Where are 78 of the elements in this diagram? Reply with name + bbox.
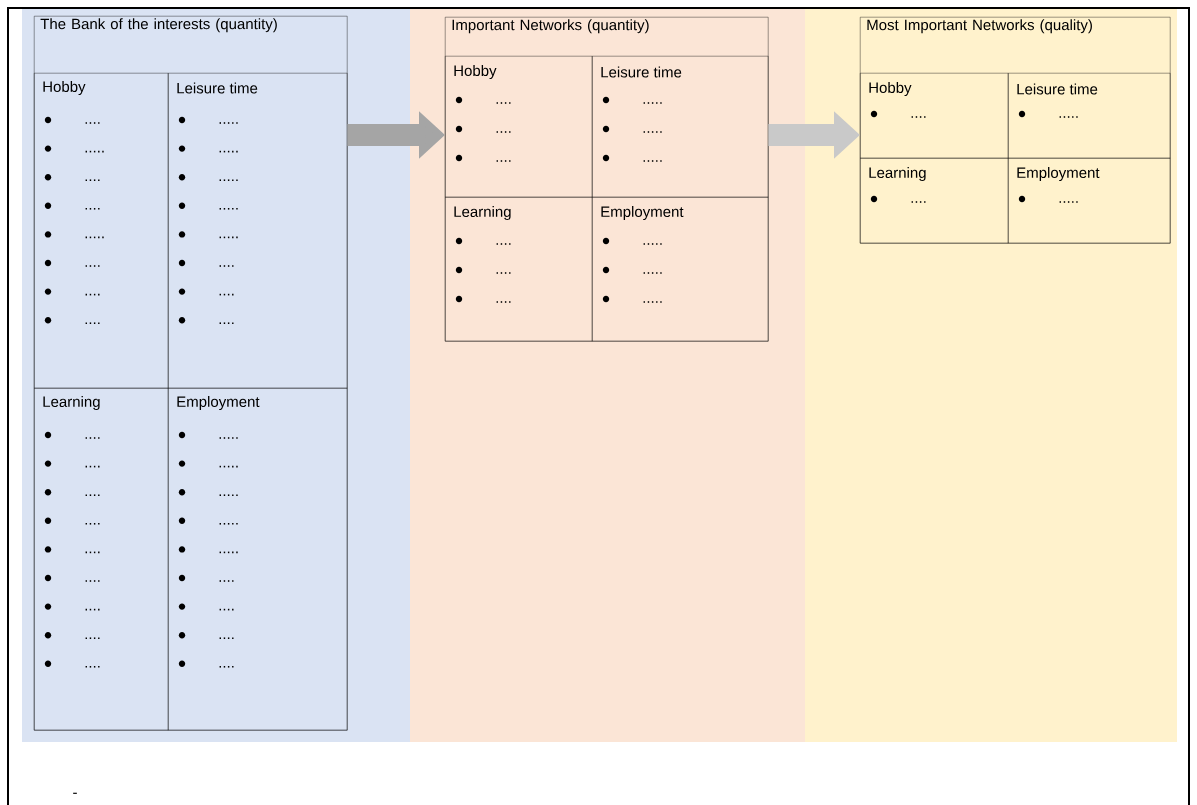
note-text: - — [73, 792, 77, 794]
list-item: .... — [178, 317, 234, 324]
list-item: ..... — [178, 174, 238, 181]
list-item: .... — [870, 110, 926, 118]
list-item: ..... — [602, 96, 662, 104]
table-title: The Bank of the interests (quantity) — [40, 18, 277, 33]
cell-heading: Employment — [1017, 167, 1100, 181]
cell-heading: Hobby — [43, 81, 86, 95]
list-item: .... — [44, 546, 100, 554]
cell-heading: Leisure time — [1017, 83, 1098, 95]
list-item: .... — [44, 489, 100, 496]
list-item: .... — [44, 431, 100, 439]
list-item: .... — [44, 259, 100, 267]
list-item: .... — [870, 195, 926, 203]
list-item: .... — [178, 603, 234, 611]
list-item: ..... — [178, 546, 238, 554]
list-item: ..... — [178, 202, 238, 210]
list-item: .... — [455, 125, 511, 133]
list-item: ..... — [602, 237, 662, 245]
list-item: .... — [178, 574, 234, 582]
table-title: Most Important Networks (quality) — [867, 19, 1092, 34]
table-cell — [1008, 158, 1171, 244]
list-item: ..... — [602, 266, 662, 274]
list-item: ..... — [178, 145, 238, 153]
table-cell — [592, 56, 769, 198]
cell-heading: Learning — [454, 206, 511, 220]
table-cell — [860, 158, 1009, 244]
cell-heading: Learning — [869, 167, 926, 181]
list-item: .... — [455, 154, 511, 162]
list-item: .... — [455, 96, 511, 104]
table-cell — [34, 388, 169, 731]
table-cell — [445, 197, 593, 342]
list-item: .... — [178, 632, 234, 639]
list-item: .... — [178, 660, 234, 668]
table-cell — [445, 56, 593, 198]
list-item: .... — [44, 460, 100, 468]
list-item: .... — [178, 288, 234, 296]
list-item: .... — [44, 632, 100, 639]
list-item: ..... — [44, 145, 104, 153]
list-item: ..... — [178, 431, 238, 439]
list-item: .... — [44, 116, 100, 124]
list-item: ..... — [1018, 110, 1078, 118]
list-item: ..... — [178, 116, 238, 124]
table-cell — [1008, 73, 1171, 159]
list-item: ..... — [178, 231, 238, 239]
table-cell — [860, 73, 1009, 159]
table-title: Important Networks (quantity) — [452, 19, 649, 34]
list-item: .... — [44, 603, 100, 611]
table-cell — [592, 197, 769, 342]
cell-heading: Hobby — [869, 82, 912, 96]
list-item: ..... — [178, 460, 238, 468]
list-item: ..... — [178, 489, 238, 496]
list-item: .... — [44, 202, 100, 210]
list-item: .... — [455, 266, 511, 274]
list-item: ..... — [602, 125, 662, 133]
list-item: ..... — [1018, 195, 1078, 203]
cell-heading: Leisure time — [601, 66, 682, 78]
list-item: ..... — [178, 517, 238, 525]
table-cell — [168, 388, 348, 731]
cell-heading: Hobby — [454, 65, 497, 79]
list-item: ..... — [602, 295, 662, 303]
list-item: .... — [44, 574, 100, 582]
list-item: .... — [455, 237, 511, 245]
list-item: ..... — [602, 154, 662, 162]
cell-heading: Employment — [601, 206, 684, 220]
cell-heading: Learning — [43, 396, 100, 410]
list-item: .... — [44, 660, 100, 668]
list-item: .... — [178, 259, 234, 267]
list-item: .... — [44, 317, 100, 324]
list-item: .... — [455, 295, 511, 303]
cell-heading: Leisure time — [177, 82, 258, 94]
list-item: .... — [44, 288, 100, 296]
list-item: .... — [44, 174, 100, 181]
table-cell — [168, 73, 348, 389]
table-cell — [34, 73, 169, 389]
cell-heading: Employment — [177, 396, 260, 410]
list-item: .... — [44, 517, 100, 525]
list-item: ..... — [44, 231, 104, 239]
